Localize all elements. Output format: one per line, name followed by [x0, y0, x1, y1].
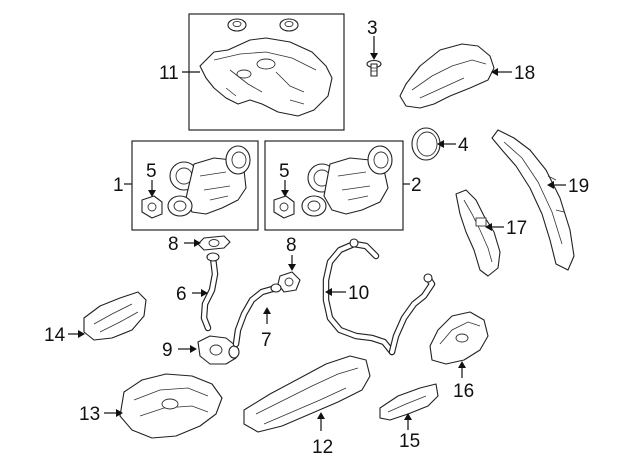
callout-5a: 5: [146, 161, 157, 182]
arrow-5a: [148, 190, 156, 197]
arrow-8b: [288, 264, 296, 271]
arrow-19: [547, 181, 554, 189]
side-shield[interactable]: [491, 129, 575, 271]
callout-16: 16: [453, 381, 474, 402]
arrow-13: [116, 409, 123, 417]
callout-19: 19: [568, 176, 589, 197]
bolt[interactable]: [366, 59, 382, 77]
callout-17: 17: [506, 218, 527, 239]
callout-2: 2: [411, 175, 422, 196]
arrow-3: [370, 53, 378, 60]
callout-8b: 8: [286, 235, 297, 256]
grommet-left[interactable]: [227, 18, 247, 32]
callout-10: 10: [348, 283, 369, 304]
callout-5b: 5: [279, 161, 290, 182]
callout-8a: 8: [168, 234, 179, 255]
arrow-16: [458, 361, 466, 368]
callout-15: 15: [399, 431, 420, 452]
coolant-line[interactable]: [232, 283, 282, 348]
arrow-12: [317, 412, 325, 419]
callout-9: 9: [162, 340, 173, 361]
callout-7: 7: [261, 330, 272, 351]
callout-6: 6: [176, 284, 187, 305]
bracket-17[interactable]: [455, 189, 501, 277]
underbody-shield[interactable]: [119, 373, 223, 439]
shield-14[interactable]: [83, 291, 147, 341]
callout-11: 11: [159, 63, 179, 84]
arrow-17: [485, 223, 492, 231]
callout-12: 12: [312, 437, 333, 458]
arrow-9: [190, 345, 197, 353]
callout-1: 1: [113, 175, 124, 196]
tray[interactable]: [243, 355, 371, 433]
oil-line[interactable]: [200, 252, 220, 332]
cover-16[interactable]: [429, 311, 489, 365]
clamp-ring[interactable]: [411, 127, 441, 161]
arrow-10: [325, 288, 332, 296]
turbocharger-left[interactable]: [167, 145, 251, 217]
frame-part-2: [264, 140, 404, 231]
arrow-4: [437, 140, 444, 148]
long-line[interactable]: [322, 238, 436, 356]
actuator-left[interactable]: [141, 195, 163, 219]
turbocharger-right[interactable]: [301, 145, 393, 217]
gasket-right[interactable]: [277, 271, 301, 293]
gasket-left[interactable]: [197, 235, 231, 251]
callout-13: 13: [79, 404, 100, 425]
wastegate[interactable]: [197, 335, 240, 365]
arrow-5b: [281, 190, 289, 197]
engine-cover[interactable]: [199, 37, 333, 117]
bracket-15[interactable]: [379, 383, 439, 421]
heat-shield-upper[interactable]: [399, 43, 495, 109]
callout-3: 3: [367, 18, 378, 39]
arrow-18: [491, 68, 498, 76]
callout-18: 18: [514, 63, 535, 84]
arrow-8a: [194, 239, 201, 247]
callout-4: 4: [458, 135, 469, 156]
frame-part-1: [131, 140, 259, 231]
arrow-14: [78, 330, 85, 338]
callout-14: 14: [44, 325, 66, 346]
arrow-7: [263, 307, 271, 314]
arrow-6: [201, 289, 208, 297]
actuator-right[interactable]: [273, 195, 295, 219]
grommet-right[interactable]: [279, 18, 299, 32]
arrow-15: [404, 413, 412, 420]
